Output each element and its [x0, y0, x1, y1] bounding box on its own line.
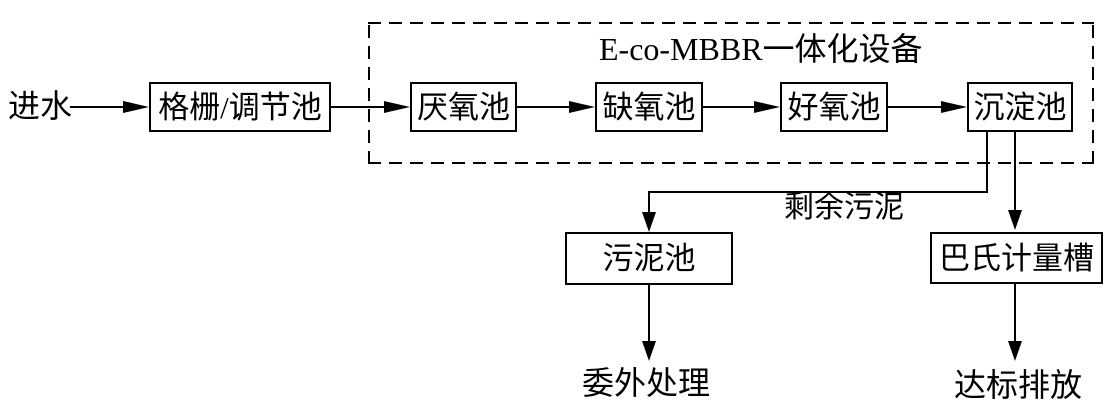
connector-anoxic-to-aerobic: [703, 106, 755, 108]
connector-sludge-horizontal: [648, 191, 988, 193]
arrowhead-into-sedimentation: [941, 101, 967, 113]
connector-screening-to-anaerobic: [331, 106, 385, 108]
influent-label: 进水: [8, 88, 73, 124]
node-screening-regulation-pool: 格栅/调节池: [149, 82, 331, 132]
node-sludge-pool: 污泥池: [565, 232, 733, 285]
connector-aerobic-to-sedimentation: [888, 106, 942, 108]
node-anaerobic-pool: 厌氧池: [410, 82, 517, 132]
node-sedimentation-pool: 沉淀池: [967, 82, 1073, 132]
connector-sludge-to-outsourced: [648, 285, 650, 342]
connector-flume-to-discharge: [1014, 284, 1016, 342]
connector-sedimentation-sludge-drop: [986, 131, 988, 193]
node-aerobic-pool: 好氧池: [780, 82, 888, 132]
arrowhead-discharge: [1008, 341, 1022, 361]
arrowhead-into-sludge-pool: [642, 212, 656, 232]
node-anoxic-pool: 缺氧池: [595, 82, 703, 132]
arrowhead-outsourced: [642, 341, 656, 361]
standard-discharge-label: 达标排放: [954, 367, 1083, 403]
arrowhead-into-anaerobic: [384, 101, 410, 113]
connector-into-sludge-pool: [648, 191, 650, 214]
arrowhead-into-flume: [1008, 210, 1022, 230]
connector-anaerobic-to-anoxic: [517, 106, 570, 108]
excess-sludge-label: 剩余污泥: [784, 191, 904, 224]
outsourced-treatment-label: 委外处理: [582, 365, 711, 401]
connector-influent-to-screening: [70, 106, 124, 108]
arrowhead-into-aerobic: [754, 101, 780, 113]
node-parshall-flume: 巴氏计量槽: [930, 232, 1103, 284]
arrowhead-into-screening: [123, 101, 149, 113]
arrowhead-into-anoxic: [569, 101, 595, 113]
connector-sedimentation-to-flume: [1014, 131, 1016, 211]
eco-mbbr-container-title: E-co-MBBR一体化设备: [599, 31, 923, 67]
